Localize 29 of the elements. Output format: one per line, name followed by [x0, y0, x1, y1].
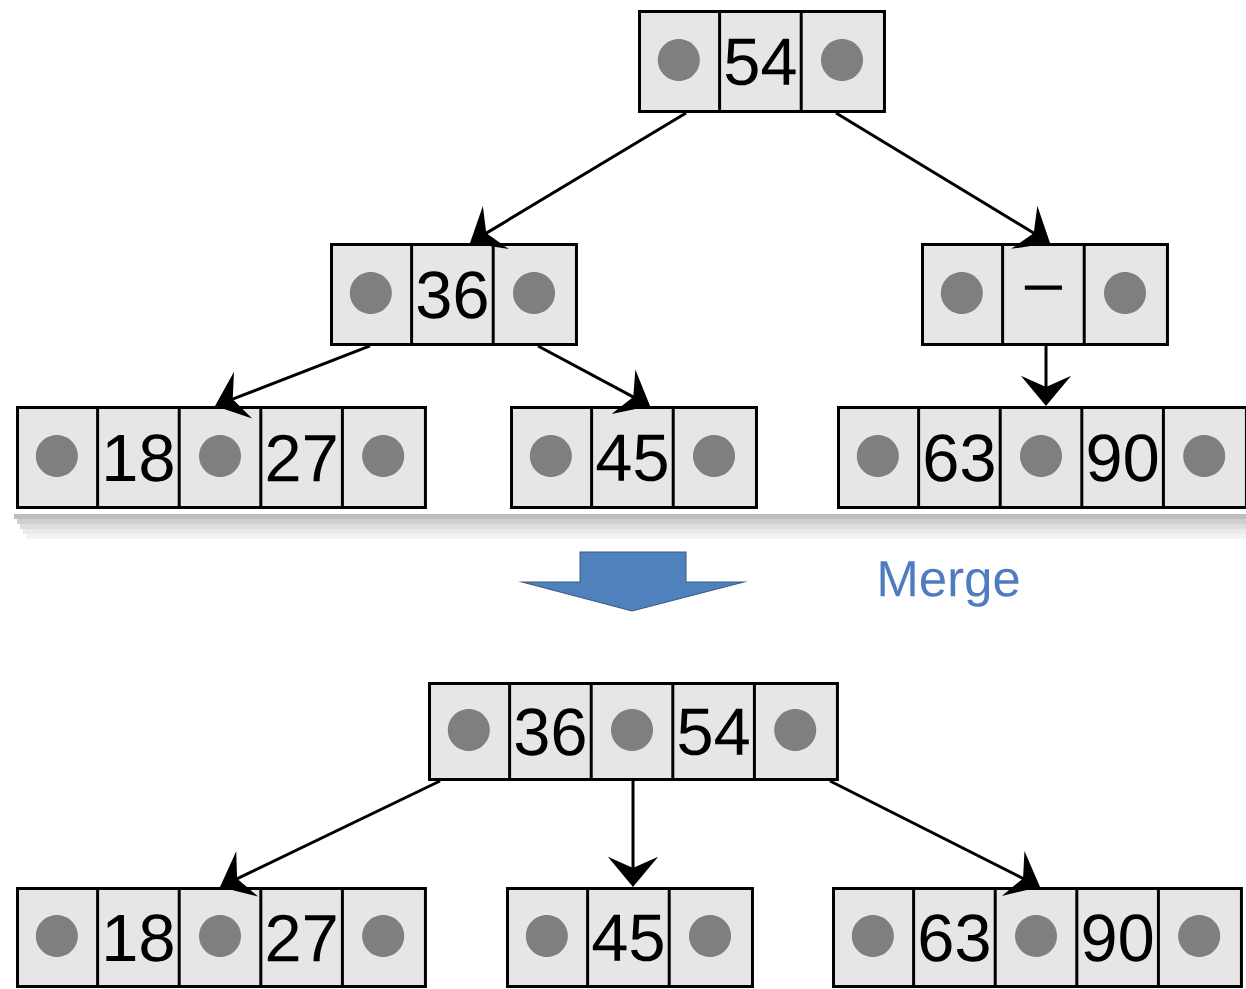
- btree-node: [506, 887, 754, 988]
- key-label: 63: [925, 434, 994, 482]
- btree-node: [428, 682, 839, 781]
- key-label: 27: [267, 434, 336, 482]
- key-label: –: [1024, 285, 1062, 290]
- key-label: 18: [106, 914, 173, 962]
- key-label: 54: [679, 708, 749, 756]
- btree-node: [921, 243, 1169, 346]
- key-label: 45: [592, 914, 663, 962]
- key-label: 36: [515, 708, 585, 756]
- key-label: 90: [1088, 434, 1158, 482]
- key-label: 45: [596, 434, 667, 482]
- btree-node: [16, 887, 427, 988]
- btree-node: [837, 406, 1246, 509]
- key-label: 18: [106, 434, 173, 482]
- btree-node: [832, 887, 1243, 988]
- arrow: [215, 344, 371, 419]
- key-label: 90: [1083, 914, 1153, 962]
- btree-node: [638, 10, 886, 113]
- btree-node: [510, 406, 758, 509]
- merge-label: Merge: [880, 561, 1019, 607]
- btree-node: [330, 243, 578, 346]
- btree-node: [16, 406, 427, 509]
- key-label: 54: [725, 38, 796, 86]
- key-label: 63: [920, 914, 989, 962]
- arrow: [470, 111, 687, 249]
- key-label: 36: [417, 271, 487, 319]
- key-label: 27: [267, 914, 336, 962]
- arrow: [220, 779, 441, 897]
